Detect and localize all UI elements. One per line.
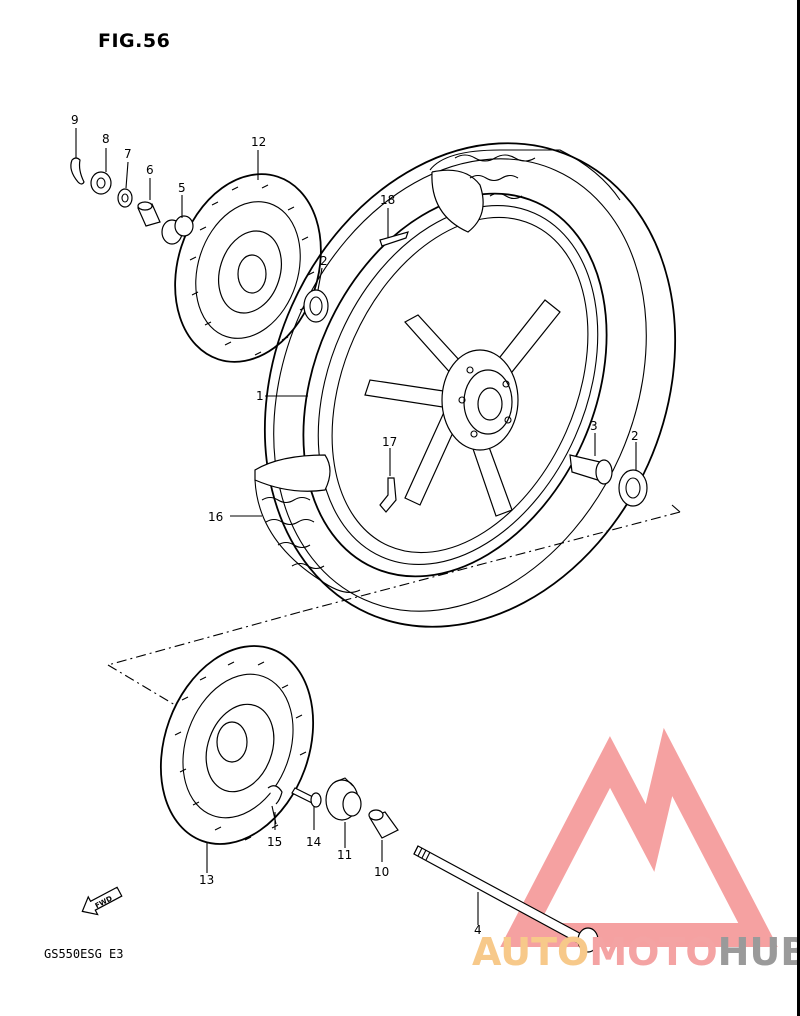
watermark-logo-icon — [500, 727, 778, 947]
callout-12: 12 — [251, 135, 266, 149]
callout-5: 5 — [178, 181, 186, 195]
spacer-3 — [569, 454, 613, 485]
fwd-arrow-icon: FWD — [81, 886, 123, 916]
callout-9: 9 — [71, 113, 79, 127]
callout-8: 8 — [102, 132, 110, 146]
page-border — [797, 0, 800, 1016]
watermark-hub: HUB — [717, 930, 800, 974]
callout-18: 18 — [380, 193, 395, 207]
watermark-text: AUTOMOTOHUB — [472, 930, 800, 974]
spacer-6 — [137, 201, 161, 227]
axle-4 — [413, 845, 599, 953]
cotter-pin-9 — [70, 157, 85, 185]
castle-nut-8 — [90, 171, 112, 195]
callout-14: 14 — [306, 835, 321, 849]
bearing-2-upper — [303, 289, 329, 323]
callout-11: 11 — [337, 848, 352, 862]
callout-3: 3 — [590, 419, 598, 433]
callout-10: 10 — [374, 865, 389, 879]
callout-17: 17 — [382, 435, 397, 449]
watermark-auto: AUTO — [472, 930, 590, 974]
callout-2-right: 2 — [631, 429, 639, 443]
callout-4: 4 — [474, 923, 482, 937]
washer-7 — [117, 188, 133, 208]
valve-17 — [379, 477, 397, 513]
model-code: GS550ESG E3 — [44, 947, 124, 961]
lock-washer-15 — [267, 785, 283, 825]
brake-disc-lower — [159, 645, 315, 845]
callout-6: 6 — [146, 163, 154, 177]
collar-5 — [161, 215, 194, 245]
callout-2-upper: 2 — [320, 254, 328, 268]
speedometer-gearbox-11 — [325, 777, 362, 821]
watermark-moto: MOTO — [589, 930, 718, 974]
bolt-14 — [291, 787, 322, 808]
leader-lines — [75, 128, 637, 925]
fwd-label: FWD — [94, 894, 114, 910]
callout-13: 13 — [199, 873, 214, 887]
assembly-lines — [107, 504, 681, 706]
callout-labels: 9 8 7 6 5 12 2 1 18 17 3 2 16 15 14 11 1… — [71, 113, 639, 937]
callout-15: 15 — [267, 835, 282, 849]
figure-title: FIG.56 — [98, 30, 171, 52]
spacer-10 — [368, 809, 399, 839]
front-wheel-assembly — [254, 142, 677, 628]
callout-1: 1 — [256, 389, 264, 403]
callout-16: 16 — [208, 510, 223, 524]
bearing-2-right — [618, 469, 648, 507]
balance-weight-18 — [379, 231, 409, 247]
callout-7: 7 — [124, 147, 132, 161]
